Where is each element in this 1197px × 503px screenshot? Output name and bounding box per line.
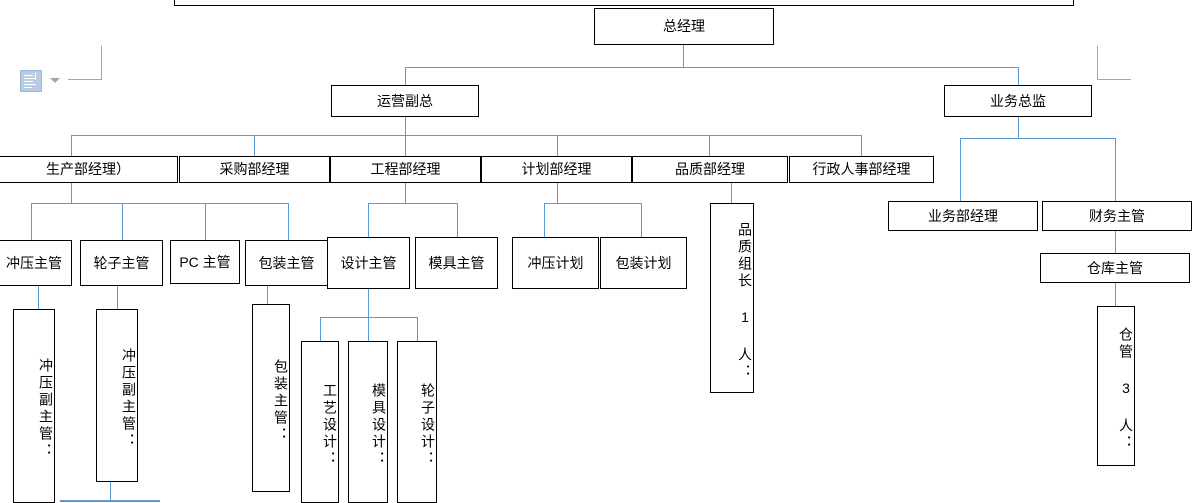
connector-to-qa-mgr [709,135,710,156]
org-box-wh-sup[interactable]: 仓库主管 [1040,253,1190,283]
connector-stamp-asst2-down [110,482,111,500]
connector-to-purch-mgr [254,135,255,156]
org-box-pc-sup[interactable]: PC 主管 [170,240,240,284]
org-box-purch-mgr[interactable]: 采购部经理 [179,156,330,183]
connector-to-stamp-sup [31,203,32,240]
connector-to-stamp-plan [544,203,545,237]
connector-to-stamp-asst-2 [117,286,118,309]
cropped-top-box [174,0,1074,6]
connector-to-plan-mgr [557,135,558,156]
paste-options-clipboard-icon[interactable] [20,70,42,92]
connector-to-wh-sup [1115,231,1116,253]
chevron-down-icon[interactable] [50,78,60,83]
connector-bizdir-bus [960,138,1115,139]
org-box-stamp-sup[interactable]: 冲压主管 [0,240,72,286]
connector-to-pack-asst [267,286,268,304]
connector-to-stamp-asst-1 [38,286,39,309]
margin-mark-top-left [68,46,102,80]
connector-prodmgr-bus [31,203,288,204]
connector-engmgr-bus [368,203,457,204]
connector-prodmgr-down [71,183,72,203]
connector-to-pack-sup [288,203,289,240]
connector-to-wheel-design [417,317,418,341]
org-box-wheel-sup[interactable]: 轮子主管 [80,240,163,286]
connector-stamp-asst2-bus [60,500,160,502]
org-box-eng-mgr[interactable]: 工程部经理 [330,156,481,183]
org-box-pack-sup[interactable]: 包装主管 [245,240,328,286]
org-box-mold-design[interactable]: 模具设计： [348,341,388,503]
org-box-stamp-asst-1[interactable]: 冲压副主管： [13,309,55,503]
connector-planmgr-bus [544,203,641,204]
org-box-wh-keeper[interactable]: 仓管 3 人： [1097,306,1135,466]
org-box-prod-mgr[interactable]: 生产部经理） [0,156,178,183]
org-box-wheel-design[interactable]: 轮子设计： [397,341,437,503]
connector-engmgr-down [405,183,406,203]
connector-designsup-down [368,289,369,317]
org-box-qa-mgr[interactable]: 品质部经理 [632,156,788,183]
paste-options-smart-tag[interactable] [20,70,64,92]
org-box-qa-leader[interactable]: 品质组长 1 人： [710,203,754,393]
connector-to-prod-mgr [71,135,72,156]
org-box-hr-mgr[interactable]: 行政人事部经理 [789,156,934,183]
org-box-proc-design[interactable]: 工艺设计： [301,341,339,503]
org-box-sales-mgr[interactable]: 业务部经理 [888,201,1038,231]
org-box-biz-dir[interactable]: 业务总监 [944,85,1092,117]
connector-to-fin-sup [1115,138,1116,201]
connector-to-eng-mgr [405,135,406,156]
org-box-stamp-plan[interactable]: 冲压计划 [512,237,599,289]
org-box-mold-sup[interactable]: 模具主管 [415,237,498,289]
org-box-ops-vp[interactable]: 运营副总 [331,85,479,117]
org-box-fin-sup[interactable]: 财务主管 [1042,201,1192,231]
margin-mark-top-right [1097,46,1131,80]
connector-to-qa-leader [731,183,732,203]
connector-planmgr-down [557,183,558,203]
org-box-stamp-asst-2[interactable]: 冲压副主管： [96,309,138,482]
connector-to-mold-sup [457,203,458,237]
org-box-pack-plan[interactable]: 包装计划 [600,237,687,289]
connector-opsvp-bus [71,135,861,136]
org-box-pack-asst[interactable]: 包装主管： [252,304,290,492]
connector-to-wh-keeper [1115,283,1116,306]
org-box-plan-mgr[interactable]: 计划部经理 [481,156,632,183]
connector-to-design-sup [368,203,369,237]
connector-gm-bus [405,67,1019,68]
connector-opsvp-down [405,117,406,135]
connector-to-biz-dir [1018,67,1019,85]
connector-to-pc-sup [205,203,206,240]
connector-to-hr-mgr [861,135,862,156]
connector-to-ops-vp [405,67,406,85]
org-box-design-sup[interactable]: 设计主管 [327,237,410,289]
connector-to-pack-plan [641,203,642,237]
connector-to-sales-mgr [960,138,961,201]
connector-to-proc-design [320,317,321,341]
org-box-gm[interactable]: 总经理 [594,8,774,45]
connector-to-mold-design [368,317,369,341]
connector-to-wheel-sup [122,203,123,240]
connector-bizdir-down [1018,117,1019,138]
connector-gm-down [683,45,684,67]
